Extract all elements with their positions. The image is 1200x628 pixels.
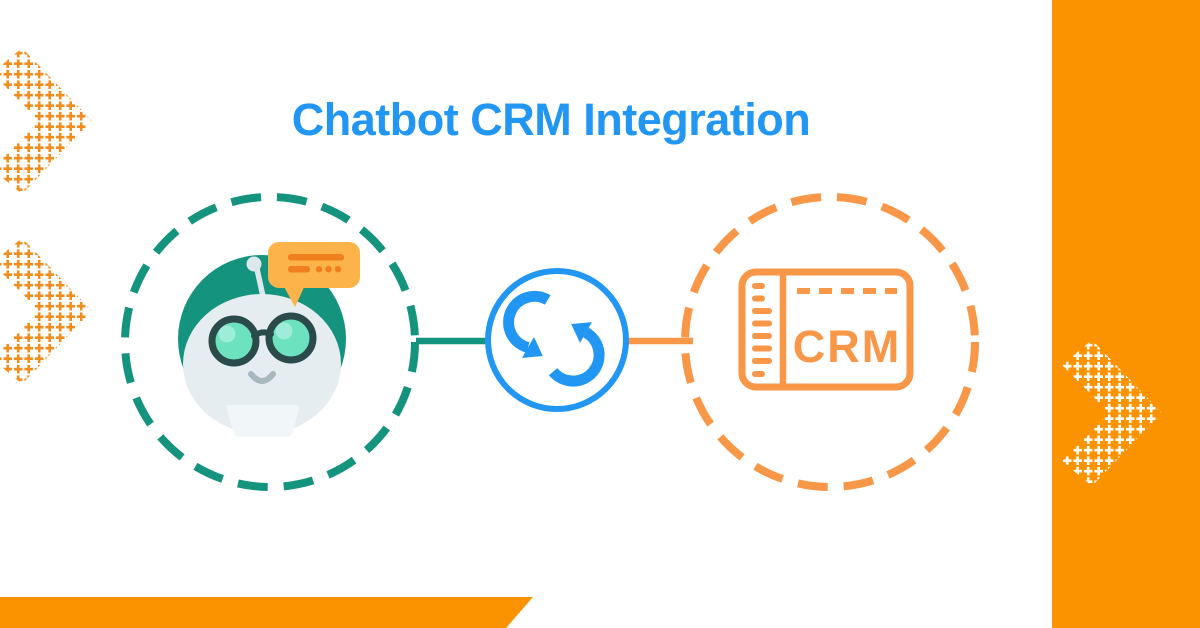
crm-label: CRM <box>793 321 901 372</box>
robot-chin-panel <box>226 405 300 437</box>
robot-antenna-knob <box>246 256 262 272</box>
crm-box <box>738 268 914 391</box>
speech-bubble-dot <box>315 266 323 273</box>
robot-glasses-bridge <box>251 329 274 339</box>
speech-bubble-icon <box>268 242 360 307</box>
crm-sidebar-row <box>752 295 765 302</box>
speech-bubble-dot <box>325 266 332 273</box>
robot-smile <box>248 371 276 384</box>
speech-bubble-dot <box>334 266 342 273</box>
chatbot-dashed-circle <box>121 193 419 491</box>
speech-bubble-text-line <box>288 266 310 273</box>
crm-sidebar-row <box>752 371 765 377</box>
chevron-right-dotted-icon <box>0 48 92 194</box>
sync-arrowhead <box>522 337 543 358</box>
speech-bubble-text-line <box>288 254 344 261</box>
lens-highlight <box>275 322 293 340</box>
chatbot-illustration <box>121 193 419 491</box>
crm-sidebar-row <box>752 358 772 364</box>
speech-bubble-body <box>268 242 360 288</box>
chevron-right-dotted-white-icon <box>1062 340 1162 486</box>
bottom-accent-band <box>0 597 533 628</box>
robot-glasses-left-lens <box>208 315 260 367</box>
chevron-right-dotted-icon <box>0 238 92 384</box>
crm-dashboard-icon: CRM <box>738 268 914 391</box>
sync-arrowhead <box>571 322 592 343</box>
right-sidebar-bar <box>1052 0 1200 628</box>
speech-bubble-tail <box>282 283 306 307</box>
page-title: Chatbot CRM Integration <box>291 94 811 145</box>
crm-sidebar-row <box>752 308 772 314</box>
sync-ring-right <box>548 327 605 387</box>
crm-illustration: CRM <box>681 193 979 491</box>
crm-sidebar-row <box>752 345 772 352</box>
sync-ring-left <box>503 290 551 353</box>
chatbot-robot-icon <box>183 256 341 437</box>
crm-sidebar-row <box>752 320 772 327</box>
sync-outer-circle <box>485 268 629 412</box>
lens-highlight <box>218 325 236 343</box>
robot-glasses-right-lens <box>265 312 317 364</box>
crm-sidebar-row <box>752 283 765 289</box>
crm-sidebar-row <box>752 333 772 339</box>
crm-dashed-circle <box>681 193 979 491</box>
sync-arrows-icon <box>485 268 629 412</box>
